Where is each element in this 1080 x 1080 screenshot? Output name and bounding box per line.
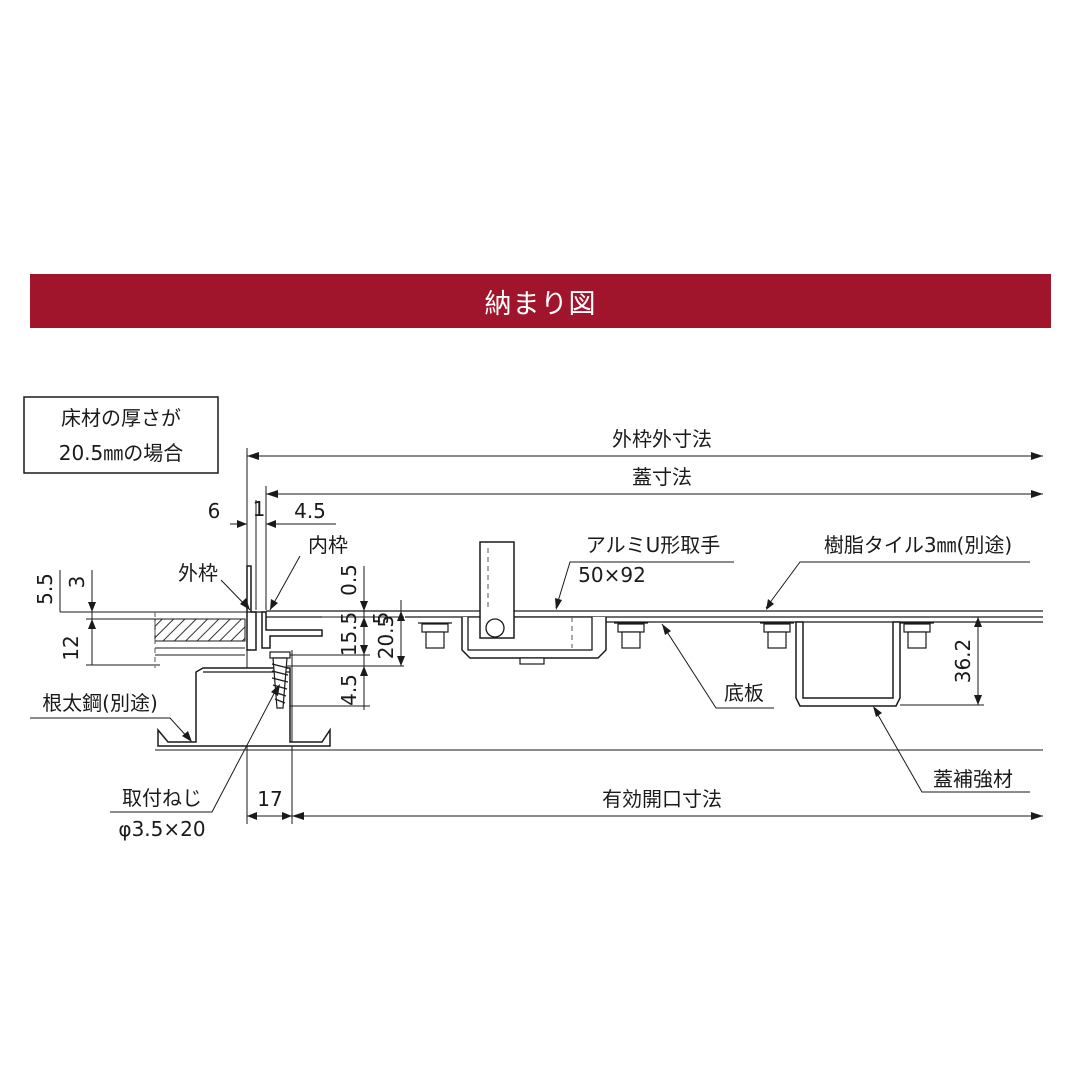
label-handle-size: 50×92	[578, 563, 646, 587]
svg-text:3: 3	[65, 576, 89, 589]
title-banner: 納まり図	[30, 274, 1051, 328]
dimension-17: 17	[247, 787, 292, 820]
bolt-3	[760, 622, 794, 649]
svg-text:6: 6	[208, 499, 221, 523]
label-resin-tile: 樹脂タイル3㎜(別途)	[824, 533, 1012, 557]
svg-text:4.5: 4.5	[337, 674, 361, 706]
dimension-outer-frame-label: 外枠外寸法	[612, 427, 712, 451]
svg-text:36.2: 36.2	[951, 639, 975, 684]
dimension-6: 6	[208, 499, 247, 528]
label-reinforcement: 蓋補強材	[933, 767, 1013, 791]
svg-text:0.5: 0.5	[337, 564, 361, 596]
svg-text:20.5: 20.5	[374, 615, 398, 660]
banner-title: 納まり図	[484, 288, 597, 320]
label-inner-frame: 内枠	[308, 533, 348, 557]
note-line-2: 20.5㎜の場合	[59, 441, 184, 465]
aluminum-u-handle	[461, 541, 607, 665]
dimension-lid-label: 蓋寸法	[632, 465, 692, 489]
inner-frame	[261, 611, 323, 649]
label-screw: 取付ねじ	[122, 786, 202, 810]
svg-text:5.5: 5.5	[33, 573, 57, 605]
label-joist: 根太鋼(別途)	[42, 691, 158, 715]
note-line-1: 床材の厚さが	[61, 406, 181, 430]
bolt-1	[418, 622, 452, 649]
joist-steel	[157, 667, 331, 747]
label-bottom-plate: 底板	[724, 681, 764, 705]
svg-text:12: 12	[59, 635, 83, 660]
dimension-opening: 有効開口寸法	[292, 787, 1043, 820]
label-handle: アルミU形取手	[586, 533, 720, 557]
svg-text:17: 17	[257, 787, 282, 811]
dimension-1: 1	[253, 497, 266, 521]
floor-material	[154, 612, 246, 668]
label-outer-frame: 外枠	[178, 561, 218, 585]
svg-text:1: 1	[253, 497, 266, 521]
svg-text:5: 5	[369, 612, 393, 625]
dimension-4-5-top: 4.5	[266, 499, 336, 528]
dimension-outer-frame: 外枠外寸法	[247, 427, 1043, 460]
lid-reinforcement	[795, 621, 901, 707]
svg-text:4.5: 4.5	[294, 499, 326, 523]
svg-text:15.5: 15.5	[337, 612, 361, 657]
label-screw-size: φ3.5×20	[118, 817, 205, 841]
dimension-opening-label: 有効開口寸法	[602, 787, 722, 811]
bolt-4	[900, 622, 934, 649]
dimension-lid: 蓋寸法	[266, 465, 1043, 498]
note-box: 床材の厚さが 20.5㎜の場合	[23, 396, 219, 474]
bolt-2	[614, 622, 648, 649]
